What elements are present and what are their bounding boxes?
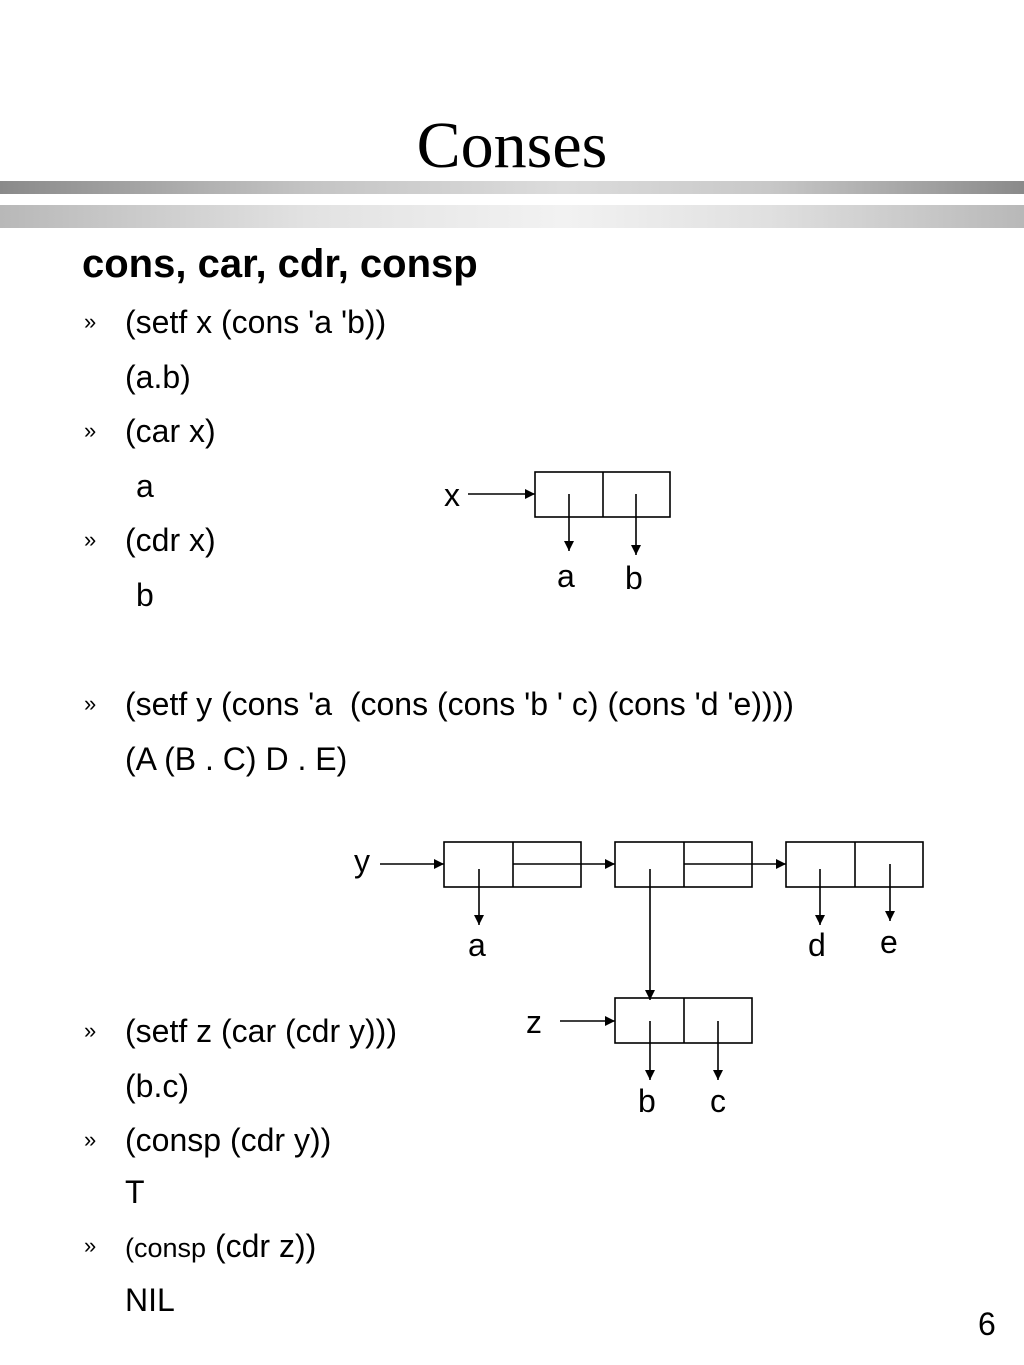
bullet-marker: »	[84, 418, 97, 443]
example-expression: (setf x (cons 'a 'b))	[125, 304, 387, 340]
example-expression: (setf y (cons 'a (cons (cons 'b ' c) (co…	[125, 686, 794, 722]
example-expression-small: (consp	[125, 1233, 207, 1263]
example-expression: (cdr x)	[125, 522, 216, 558]
bullet-marker: »	[84, 1127, 97, 1152]
slide-title: Conses	[416, 109, 608, 182]
bullet-marker: »	[84, 1233, 97, 1258]
bullet-marker: »	[84, 691, 97, 716]
title-divider-bottom	[0, 205, 1024, 228]
example-result: (b.c)	[125, 1068, 189, 1104]
bullet-marker: »	[84, 309, 97, 334]
title-divider-top	[0, 181, 1024, 194]
bullet-marker: »	[84, 1018, 97, 1043]
var-label-y: y	[354, 843, 370, 879]
example-result: b	[136, 577, 154, 613]
page-number: 6	[978, 1306, 996, 1342]
var-label-z: z	[526, 1004, 542, 1040]
cons-cell-x	[534, 471, 671, 518]
example-result: (A (B . C) D . E)	[125, 741, 348, 777]
atom-label: a	[468, 927, 486, 963]
atom-label: e	[880, 924, 898, 960]
example-result: (a.b)	[125, 359, 191, 395]
atom-label: a	[557, 558, 575, 594]
section-heading: cons, car, cdr, consp	[82, 242, 478, 286]
atom-label: b	[625, 560, 643, 596]
example-expression: (consp (cdr z))	[125, 1226, 316, 1268]
atom-label: b	[638, 1083, 656, 1119]
example-expression: (car x)	[125, 413, 216, 449]
bullet-marker: »	[84, 527, 97, 552]
example-result: NIL	[125, 1282, 175, 1318]
var-label-x: x	[444, 477, 460, 513]
atom-label: c	[710, 1083, 726, 1119]
example-expression: (consp (cdr y))	[125, 1122, 332, 1158]
cons-cell-y3	[785, 841, 924, 888]
atom-label: d	[808, 927, 826, 963]
example-result: T	[125, 1174, 145, 1210]
example-result: a	[136, 468, 154, 504]
example-expression-rest: (cdr z))	[206, 1228, 317, 1264]
cons-cell-z	[614, 997, 753, 1044]
example-expression: (setf z (car (cdr y)))	[125, 1013, 397, 1049]
